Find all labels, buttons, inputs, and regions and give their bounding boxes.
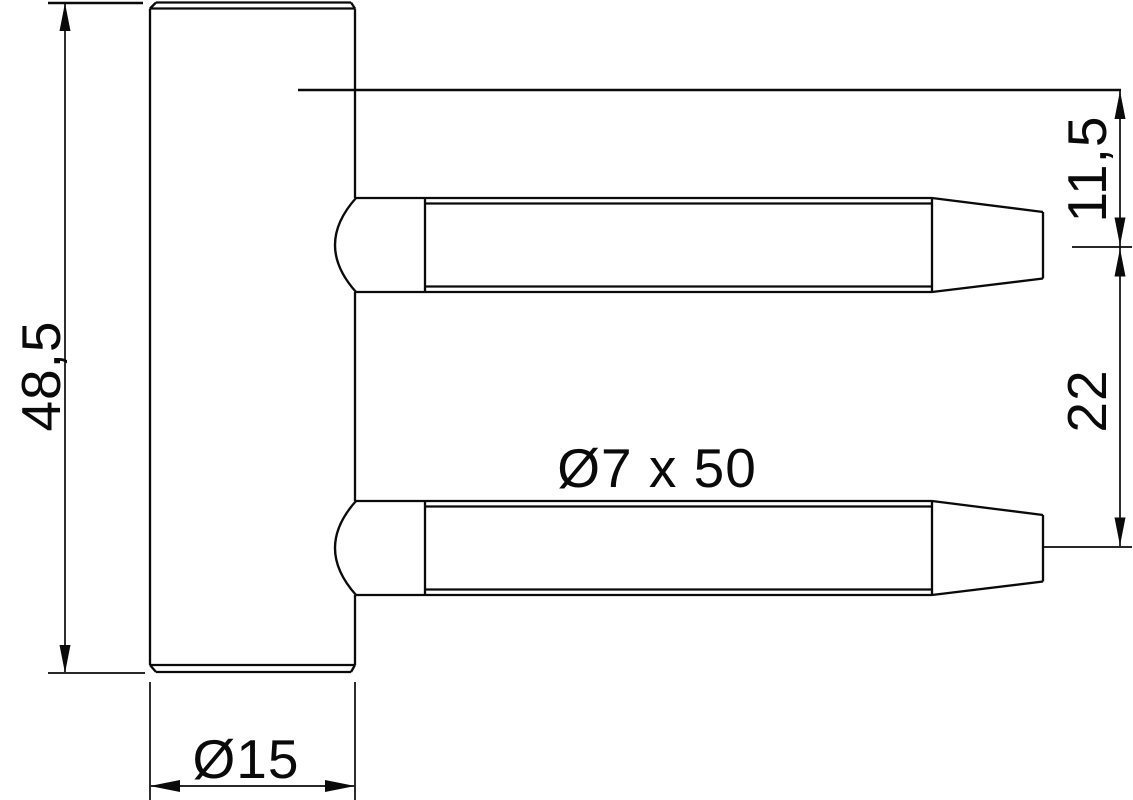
dim-height-value: 48,5 <box>10 320 72 431</box>
hinge-body-outline <box>148 1 357 674</box>
lower-pin-dome-head-arc <box>334 500 357 596</box>
dim-pin-offset: 11,5 <box>1056 91 1132 546</box>
lower-mounting-pin <box>334 499 1045 597</box>
dim-spacing-value: 22 <box>1056 369 1118 432</box>
upper-pin-thread-core-lines <box>425 202 932 288</box>
arrow-up-icon <box>1114 248 1126 277</box>
arrow-right-icon <box>325 780 355 792</box>
arrow-down-icon <box>59 645 71 673</box>
arrow-up-icon <box>1114 91 1126 119</box>
dim-offset-value: 11,5 <box>1056 116 1118 223</box>
lower-pin-thread-core-lines <box>425 505 932 591</box>
arrow-left-icon <box>150 780 180 792</box>
arrow-down-icon <box>1114 217 1126 246</box>
lower-pin-taper <box>931 499 1044 597</box>
arrow-up-icon <box>59 3 71 31</box>
upper-pin-taper <box>931 196 1044 294</box>
dim-pin-spacing: 22 <box>1043 248 1132 548</box>
arrow-down-icon <box>1114 517 1126 546</box>
upper-pin-dome-head-arc <box>334 197 357 293</box>
dim-body-height: 48,5 <box>10 1 145 674</box>
body-bottom-chamfers <box>149 664 356 673</box>
dim-diameter-extensions <box>149 682 356 800</box>
upper-mounting-pin <box>334 196 1045 294</box>
pin-spec-label: Ø7 x 50 <box>557 437 757 499</box>
dim-body-diameter: Ø15 <box>149 682 356 800</box>
dim-diameter-value: Ø15 <box>193 728 300 790</box>
